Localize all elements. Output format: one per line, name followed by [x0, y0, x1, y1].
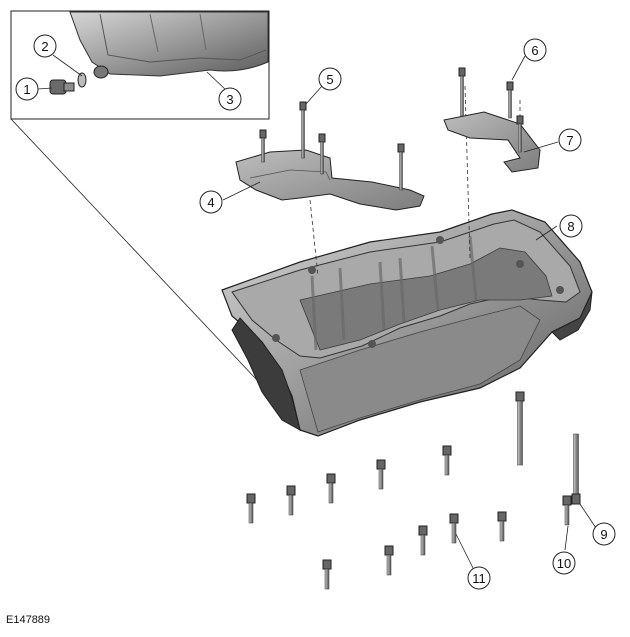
oil-pan [221, 209, 593, 437]
callout-6: 6 [523, 38, 547, 62]
callout-label: 7 [566, 133, 573, 148]
callout-4: 4 [199, 190, 223, 214]
callout-5: 5 [318, 67, 342, 91]
callout-3: 3 [218, 87, 242, 111]
inset-detail [10, 10, 270, 120]
leader-lines [37, 54, 597, 571]
callout-9: 9 [592, 522, 616, 546]
upper-bolts [259, 67, 524, 191]
sealing-washer [77, 72, 87, 88]
callout-label: 1 [23, 82, 30, 97]
callout-label: 11 [472, 571, 486, 586]
inset-projection-line [10, 118, 273, 397]
callout-label: 9 [600, 527, 607, 542]
drain-boss [93, 65, 109, 79]
baffle-plate [443, 111, 541, 173]
callout-label: 4 [207, 195, 214, 210]
pan-bolts [246, 391, 581, 590]
callout-7: 7 [558, 128, 582, 152]
callout-2: 2 [33, 34, 57, 58]
callout-label: 3 [226, 92, 233, 107]
callout-1: 1 [15, 77, 39, 101]
callout-10: 10 [552, 551, 576, 575]
figure-id: E147889 [6, 614, 51, 626]
callout-11: 11 [467, 566, 491, 590]
callout-label: 10 [557, 556, 571, 571]
callout-label: 8 [567, 219, 574, 234]
callout-label: 2 [41, 39, 48, 54]
drain-plug [49, 79, 75, 95]
callout-label: 5 [326, 72, 333, 87]
callout-label: 6 [531, 43, 538, 58]
callout-8: 8 [559, 214, 583, 238]
